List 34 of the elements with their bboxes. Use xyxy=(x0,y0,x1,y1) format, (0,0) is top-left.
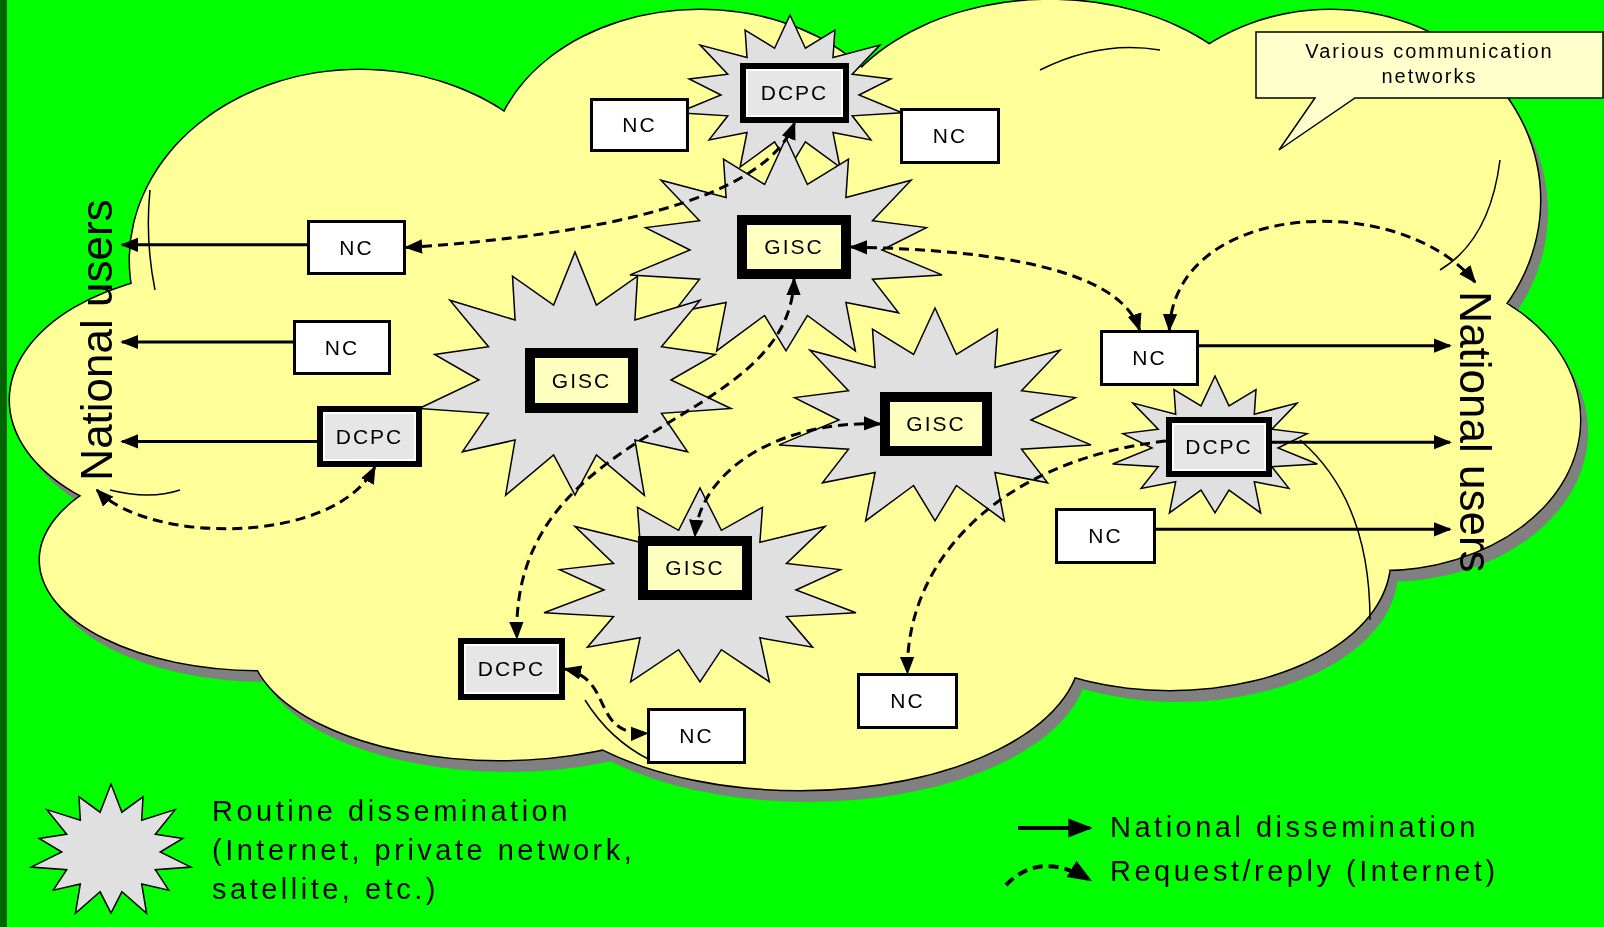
node-box: NC xyxy=(293,320,391,375)
speech-bubble: Various communication networks xyxy=(1255,31,1604,152)
users-label: National users xyxy=(72,190,122,490)
centre-box: DCPC xyxy=(458,638,565,700)
centre-box: DCPC xyxy=(1166,417,1272,477)
node-box: NC xyxy=(647,708,746,764)
legend-text: Request/reply (Internet) xyxy=(1110,854,1500,889)
centre-box: GISC xyxy=(525,348,638,413)
centre-box: DCPC xyxy=(317,406,422,467)
node-box: NC xyxy=(590,98,689,152)
node-box: NC xyxy=(857,673,958,729)
dashed-arrow xyxy=(95,465,376,530)
node-box: NC xyxy=(900,108,1000,164)
node-box: NC xyxy=(307,220,406,275)
centre-box: DCPC xyxy=(740,63,849,123)
centre-box: GISC xyxy=(880,392,992,456)
dashed-arrow xyxy=(404,121,796,254)
arrow xyxy=(120,434,317,449)
arrow xyxy=(1156,522,1452,537)
legend-text: Routine dissemination (Internet, private network, satellite, etc.) xyxy=(212,794,637,907)
dashed-arrow xyxy=(690,416,882,538)
dashed-arrow xyxy=(511,277,799,640)
dashed-arrow xyxy=(901,439,1167,675)
node-box: NC xyxy=(1055,508,1156,564)
arrow xyxy=(120,237,307,252)
arrow xyxy=(120,334,293,350)
centre-box: GISC xyxy=(737,215,851,279)
arrow xyxy=(1272,435,1452,450)
centre-box: GISC xyxy=(638,536,752,600)
arrow xyxy=(1199,338,1452,353)
node-box: NC xyxy=(1100,330,1199,386)
users-label: National users xyxy=(1450,282,1500,582)
legend-text: National dissemination xyxy=(1110,810,1480,845)
dashed-arrow xyxy=(1165,219,1477,332)
